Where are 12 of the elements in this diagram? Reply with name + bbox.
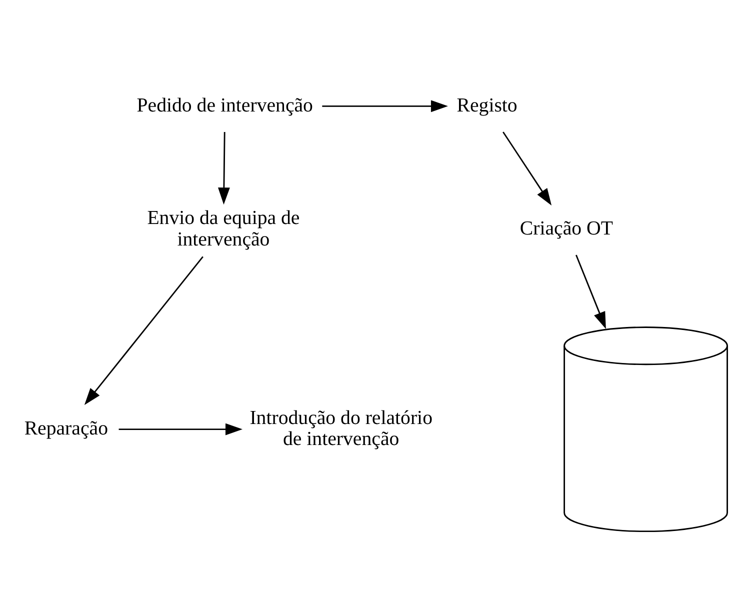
- node-text: Pedido de intervenção: [136, 94, 313, 116]
- arrow: [118, 422, 242, 435]
- node-text: Registo: [456, 94, 518, 116]
- arrow: [502, 131, 552, 205]
- arrow: [218, 131, 230, 204]
- node-text: Criação OT: [520, 217, 613, 240]
- node-text: Envio da equipa de intervenção: [147, 206, 300, 250]
- arrow: [322, 100, 448, 112]
- node-text: Reparação: [24, 417, 108, 440]
- node-text: Introdução do relatório de intervenção: [250, 406, 432, 450]
- arrow: [576, 254, 606, 328]
- arrow: [84, 256, 204, 405]
